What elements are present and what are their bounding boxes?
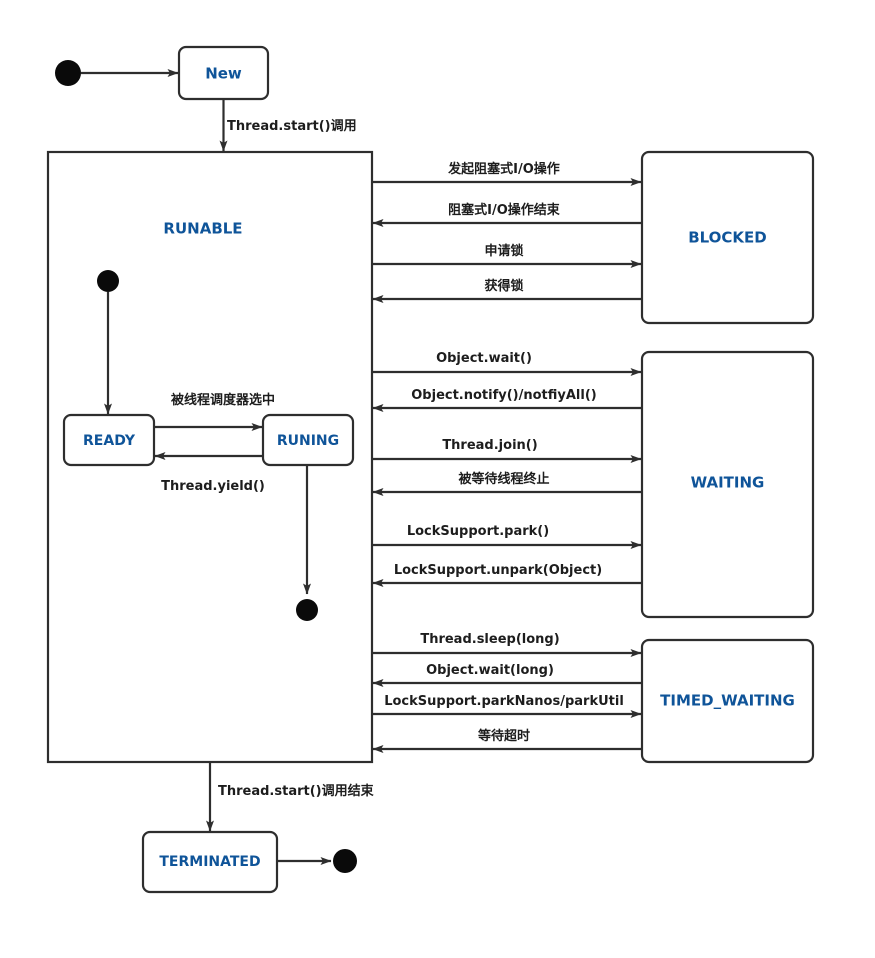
state-new[interactable]: New xyxy=(177,45,270,101)
state-ready[interactable]: READY xyxy=(62,413,156,467)
edge-label-waiting-0: Object.wait() xyxy=(436,351,532,366)
transition-group-timed-waiting: Thread.sleep(long) Object.wait(long) Loc… xyxy=(372,632,642,753)
edge-new-to-runable-label: Thread.start()调用 xyxy=(227,119,357,134)
state-ready-box[interactable] xyxy=(62,413,156,467)
state-new-label: New xyxy=(205,65,242,83)
edge-label-timed-2: LockSupport.parkNanos/parkUtil xyxy=(384,694,624,709)
state-terminated-label: TERMINATED xyxy=(159,854,260,870)
state-terminated[interactable]: TERMINATED xyxy=(141,830,279,894)
transition-group-blocked: 发起阻塞式I/O操作 阻塞式I/O操作结束 申请锁 获得锁 xyxy=(372,161,642,303)
edge-label-blocked-2: 申请锁 xyxy=(484,243,523,259)
edge-label-timed-0: Thread.sleep(long) xyxy=(420,632,559,647)
state-ready-label: READY xyxy=(83,433,136,449)
runing-final-dot xyxy=(296,599,318,621)
edge-runing-to-ready-label: Thread.yield() xyxy=(161,479,265,494)
edge-label-waiting-2: Thread.join() xyxy=(442,438,537,453)
edge-label-timed-3: 等待超时 xyxy=(477,728,530,744)
runable-initial-dot xyxy=(97,270,119,292)
state-waiting[interactable]: WAITING xyxy=(640,350,815,619)
edge-ready-to-runing-label: 被线程调度器选中 xyxy=(170,392,275,408)
state-timed-waiting-label: TIMED_WAITING xyxy=(660,692,795,710)
state-blocked-label: BLOCKED xyxy=(688,229,767,247)
state-blocked-box[interactable] xyxy=(640,150,815,325)
state-timed-waiting[interactable]: TIMED_WAITING xyxy=(640,638,815,764)
terminated-final-dot xyxy=(333,849,357,873)
edge-label-waiting-1: Object.notify()/notfiyAll() xyxy=(411,388,596,403)
edge-runable-to-terminated-label: Thread.start()调用结束 xyxy=(218,783,375,799)
state-runing[interactable]: RUNING xyxy=(261,413,355,467)
state-blocked[interactable]: BLOCKED xyxy=(640,150,815,325)
edge-label-blocked-0: 发起阻塞式I/O操作 xyxy=(447,161,560,177)
edge-label-waiting-4: LockSupport.park() xyxy=(407,524,549,539)
edge-label-waiting-3: 被等待线程终止 xyxy=(457,471,549,487)
state-waiting-label: WAITING xyxy=(691,474,765,492)
edge-label-blocked-3: 获得锁 xyxy=(484,278,523,294)
edge-label-waiting-5: LockSupport.unpark(Object) xyxy=(394,563,602,578)
state-waiting-box[interactable] xyxy=(640,350,815,619)
state-timed-waiting-box[interactable] xyxy=(640,638,815,764)
state-runable-label: RUNABLE xyxy=(163,220,242,238)
state-runing-label: RUNING xyxy=(277,433,339,449)
initial-state-dot xyxy=(55,60,81,86)
edge-label-timed-1: Object.wait(long) xyxy=(426,663,554,678)
transition-group-waiting: Object.wait() Object.notify()/notfiyAll(… xyxy=(372,351,642,587)
edge-label-blocked-1: 阻塞式I/O操作结束 xyxy=(448,202,561,218)
